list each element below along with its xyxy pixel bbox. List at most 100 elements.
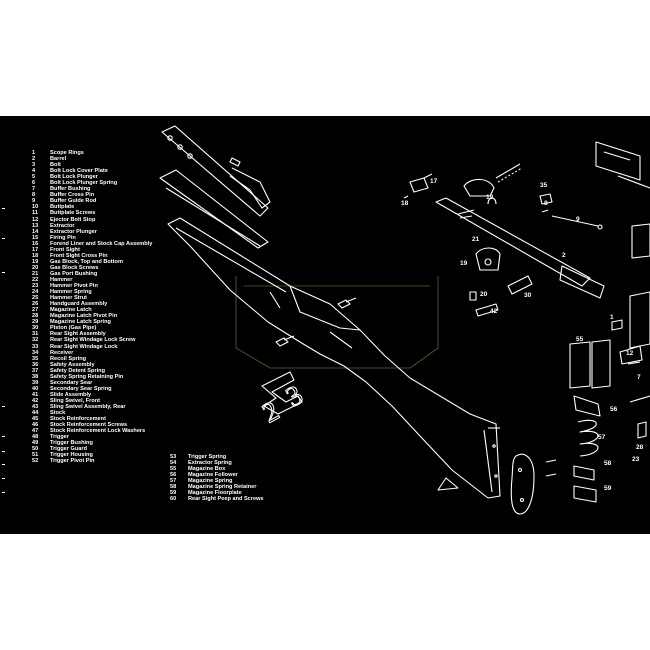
callout-42: 42 (490, 308, 498, 315)
legend-item-label: Rear Sight Windage Lock Screw (50, 337, 136, 344)
callout-28: 28 (636, 444, 644, 451)
callout-19b: 19 (460, 260, 468, 267)
legend-item-label: Gas Block, Top and Bottom (50, 258, 123, 265)
buttplate-part (510, 453, 557, 515)
legend-item-number: 47 (32, 428, 39, 435)
barrel-part (435, 197, 605, 299)
legend-item-label: Buttplate Screws (50, 210, 96, 217)
legend-item-number: 5 (32, 174, 36, 181)
edge-tick-marks (0, 146, 14, 516)
legend-item-number: 50 (32, 446, 39, 453)
legend-item-number: 15 (32, 234, 39, 241)
legend-item-label: Magazine Floorplate (188, 490, 242, 497)
legend-item-number: 17 (32, 246, 39, 253)
callout-57: 57 (598, 434, 606, 441)
callout-19: 19 (486, 194, 494, 201)
callout-58: 58 (604, 460, 612, 467)
legend-item-number: 46 (32, 422, 39, 429)
callout-35: 35 (540, 182, 548, 189)
legend-item-label: Extractor (50, 222, 75, 229)
legend-item-number: 3 (32, 162, 36, 169)
legend-item-label: Recoil Spring (50, 355, 87, 362)
callout-55: 55 (576, 336, 584, 343)
legend-item-label: Barrel (50, 156, 67, 163)
legend-item-label: Magazine Follower (188, 472, 238, 479)
legend-item-label: Hammer Strut (50, 295, 87, 302)
legend-item-number: 57 (170, 478, 177, 485)
legend-item-number: 35 (32, 355, 39, 362)
magazine-parts (569, 339, 650, 503)
legend-item-label: Front Sight (50, 246, 80, 253)
callout-21: 21 (472, 236, 480, 243)
legend-item-label: Bolt Lock Cover Plate (50, 168, 108, 175)
callout-56: 56 (610, 406, 618, 413)
callout-9: 9 (576, 216, 580, 223)
legend-item-label: Safety Assembly (50, 361, 95, 368)
legend-item-label: Buffer Bushing (50, 186, 91, 193)
legend-item-number: 44 (32, 410, 39, 417)
legend-item-label: Gas Block Screws (50, 264, 99, 271)
legend-item-label: Magazine Latch Spring (50, 319, 111, 326)
legend-item-label: Gas Port Bushing (50, 270, 98, 277)
legend-item-label: Bolt (50, 162, 61, 169)
legend-item-label: Receiver (50, 349, 74, 356)
callout-23: 23 (632, 456, 640, 463)
legend-item-number: 9 (32, 198, 36, 205)
legend-item-number: 34 (32, 349, 39, 356)
legend-item-label: Trigger Pivot Pin (50, 458, 95, 465)
callout-17: 17 (430, 178, 438, 185)
legend-item-number: 42 (32, 397, 39, 404)
callout-8: 8 (544, 200, 548, 207)
legend-item-number: 33 (32, 343, 39, 350)
legend-item-label: Buttplate (50, 204, 75, 211)
legend-item-label: Rear Sight Assembly (50, 331, 106, 338)
callout-7: 7 (637, 374, 641, 381)
legend-item-label: Trigger Spring (188, 454, 227, 460)
legend-item-label: Forend Liner and Stock Cap Assembly (50, 240, 153, 247)
handguard-liner-part (159, 169, 269, 249)
callout-20: 20 (480, 291, 488, 298)
legend-item: 17 Front Sight (32, 247, 152, 253)
legend-item: 35 Recoil Spring (32, 356, 152, 362)
legend-item: 3 Bolt (32, 162, 152, 168)
legend-item-number: 56 (170, 472, 177, 479)
legend-item-label: Scope Rings (50, 150, 84, 156)
legend-item-label: Bolt Lock Plunger (50, 174, 98, 181)
legend-item-number: 51 (32, 452, 39, 459)
legend-item-number: 43 (32, 403, 39, 410)
legend-item-number: 6 (32, 180, 36, 187)
sling-swivel-part (437, 477, 459, 491)
legend-item-number: 49 (32, 440, 39, 447)
legend-item-label: Rear Sight Peep and Screws (188, 496, 264, 503)
legend-item-label: Magazine Box (188, 466, 226, 473)
buffer-parts (539, 193, 603, 230)
legend-item-number: 13 (32, 222, 39, 229)
legend-item-label: Hammer (50, 276, 73, 283)
